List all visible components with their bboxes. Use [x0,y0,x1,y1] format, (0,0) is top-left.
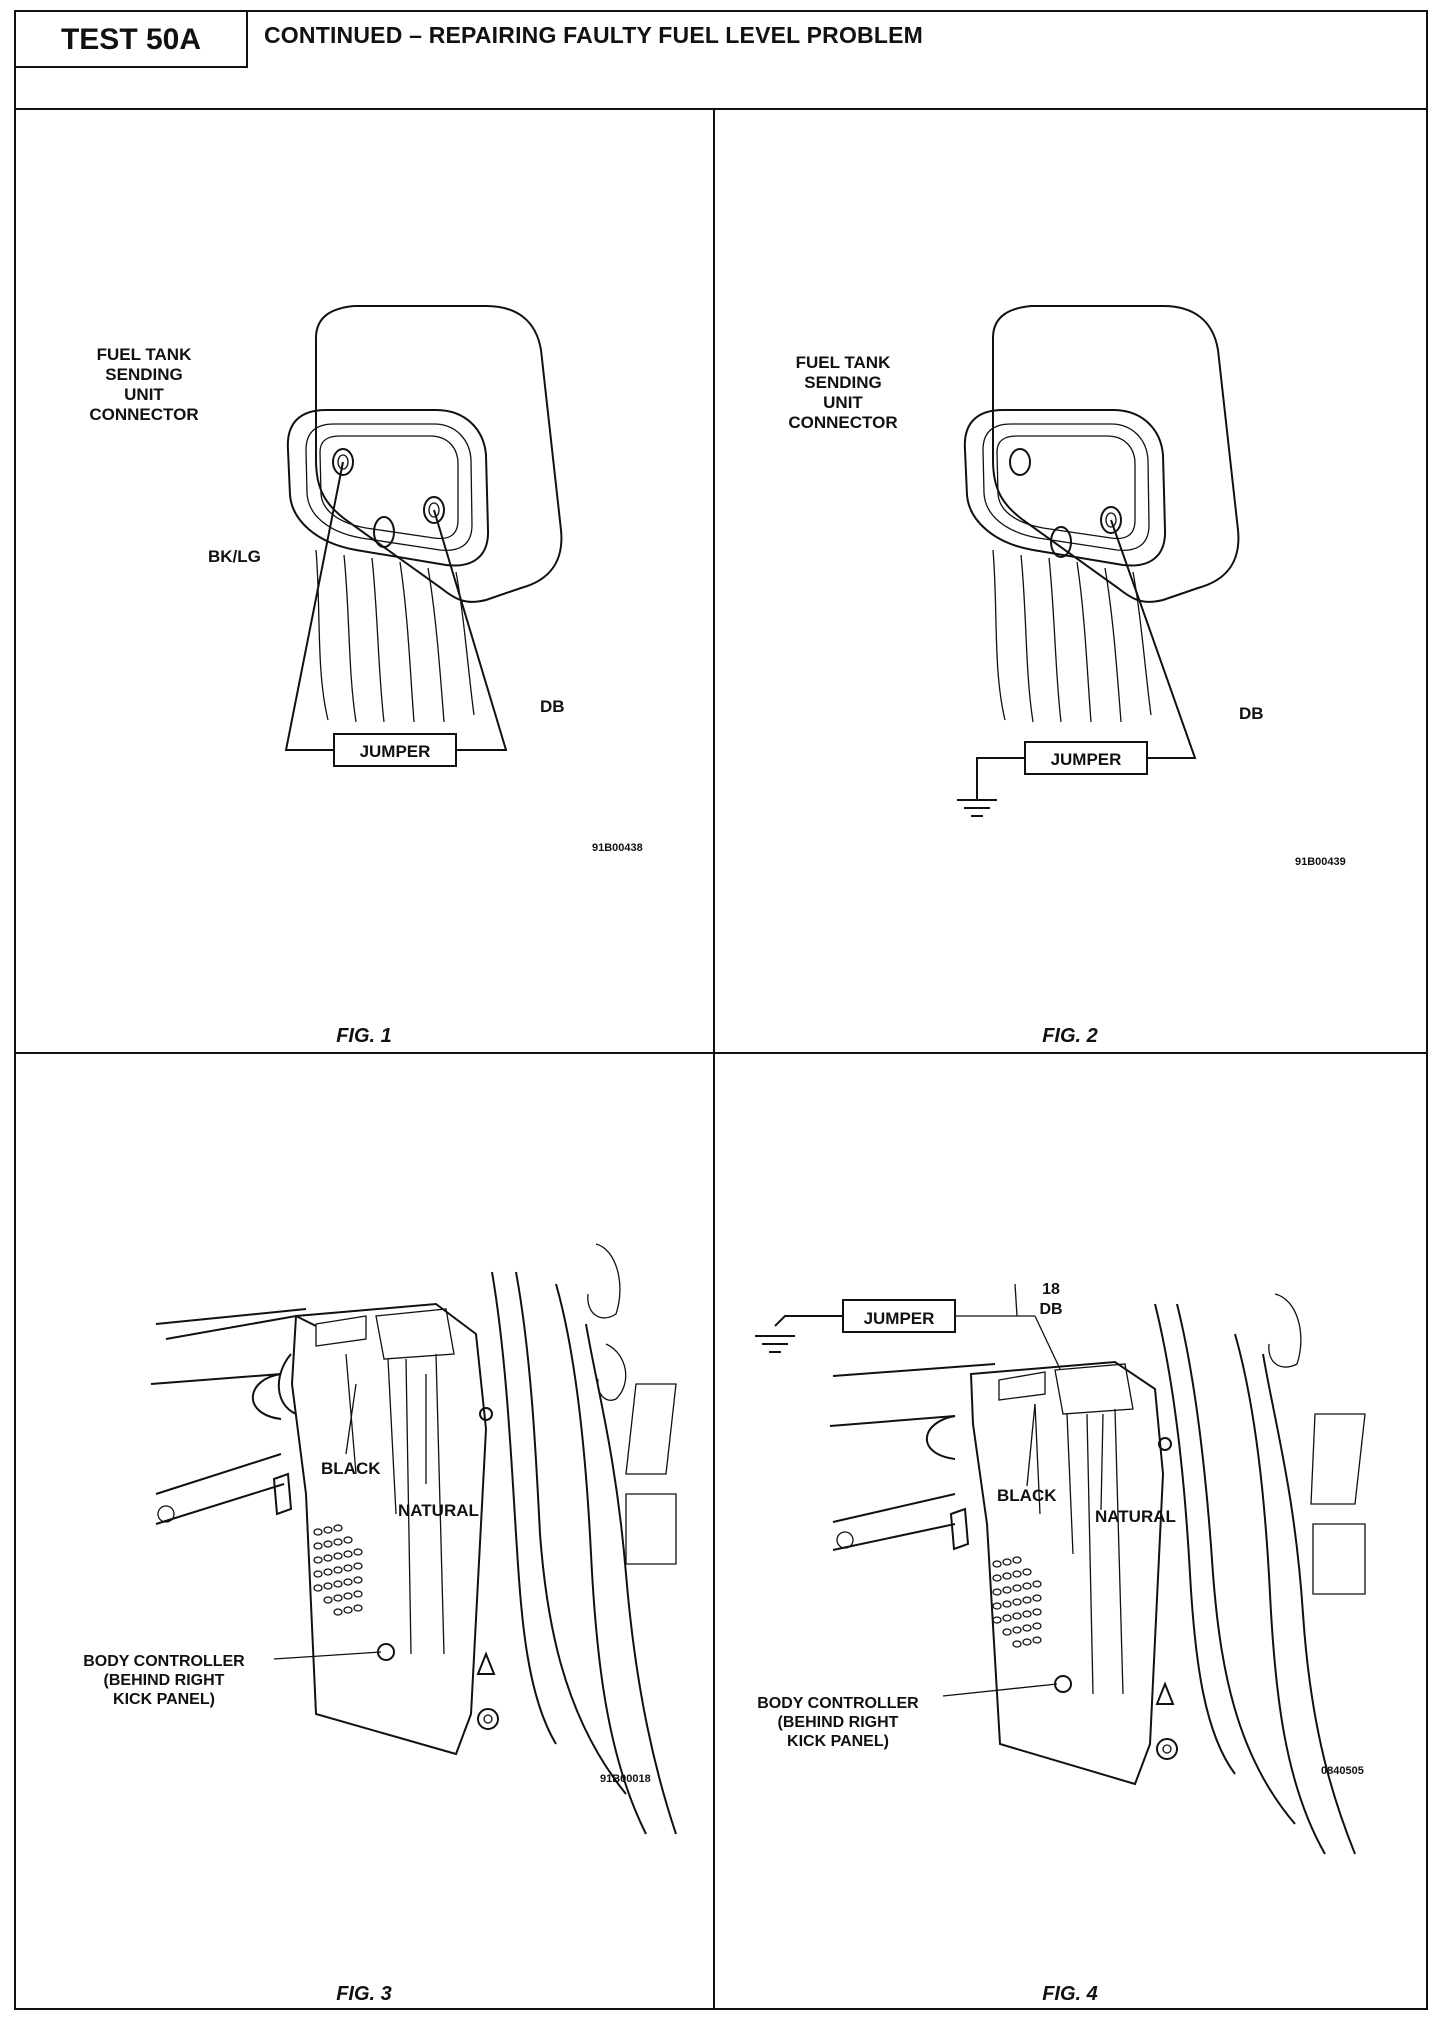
fig2-wire-right-label: DB [1239,704,1264,723]
fig4-natural-label: NATURAL [1095,1507,1176,1526]
fig1-wire-right-label: DB [540,697,565,716]
fig1-jumper-label: JUMPER [360,742,431,761]
fig1-connector-label-3: UNIT [124,385,164,404]
fig4-controller-label-3: KICK PANEL) [787,1733,889,1750]
fig1-connector-label-2: SENDING [105,365,182,384]
callout-leaders [273,1374,427,1660]
figure-2: FUEL TANK SENDING UNIT CONNECTOR DB JUMP… [715,110,1428,1052]
fig2-connector-label-2: SENDING [804,373,881,392]
jumper-to-ground [774,1283,1061,1370]
fig1-illustration: FUEL TANK SENDING UNIT CONNECTOR BK/LG D… [89,305,643,1047]
fig2-illustration: FUEL TANK SENDING UNIT CONNECTOR DB JUMP… [788,305,1346,1047]
vent-grille [992,1556,1042,1648]
fig2-connector-label-4: CONNECTOR [788,413,897,432]
fig1-caption: FIG. 1 [336,1025,392,1047]
fig4-code: 0840505 [1321,1765,1364,1777]
fig4-controller-label-1: BODY CONTROLLER [757,1695,919,1712]
fig3-black-label: BLACK [321,1459,381,1478]
fig3-natural-label: NATURAL [398,1501,479,1520]
test-id-box: TEST 50A [16,12,248,68]
fig4-illustration: JUMPER 18 DB BLACK NATURAL BODY CONTROLL… [755,1281,1366,2005]
ground-icon [755,1335,795,1353]
fig2-connector-label-3: UNIT [823,393,863,412]
fig3-illustration: BLACK NATURAL BODY CONTROLLER (BEHIND RI… [83,1243,677,2005]
fig4-wire-color-label: DB [1039,1301,1062,1318]
fig1-connector-label-4: CONNECTOR [89,405,198,424]
vertical-divider [713,110,715,2010]
jumper-wires [284,461,508,767]
figure-1: FUEL TANK SENDING UNIT CONNECTOR BK/LG D… [16,110,713,1052]
figure-4: JUMPER 18 DB BLACK NATURAL BODY CONTROLL… [715,1054,1428,2010]
fig3-controller-label-2: (BEHIND RIGHT [104,1672,225,1689]
fig1-wire-left-label: BK/LG [208,547,261,566]
fig4-caption: FIG. 4 [1042,1983,1098,2005]
fig1-connector-label-1: FUEL TANK [97,345,192,364]
fig3-code: 91B00018 [600,1773,651,1785]
fig3-controller-label-1: BODY CONTROLLER [83,1653,245,1670]
fig4-black-label: BLACK [997,1486,1057,1505]
document-header: TEST 50A CONTINUED – REPAIRING FAULTY FU… [16,12,1426,110]
fig2-caption: FIG. 2 [1042,1025,1098,1047]
fig4-jumper-label: JUMPER [864,1309,935,1328]
body-controller-drawing [150,1243,677,1835]
callout-leaders [942,1403,1104,1697]
body-controller-drawing [829,1293,1366,1855]
fig3-controller-label-3: KICK PANEL) [113,1691,215,1708]
fuel-connector-drawing [286,305,563,723]
fig4-controller-label-2: (BEHIND RIGHT [778,1714,899,1731]
fig1-code: 91B00438 [592,842,643,854]
document-page: TEST 50A CONTINUED – REPAIRING FAULTY FU… [14,10,1428,2010]
jumper-to-ground [976,519,1197,800]
figure-3: BLACK NATURAL BODY CONTROLLER (BEHIND RI… [16,1054,713,2010]
horizontal-divider [16,1052,1426,1054]
page-title: CONTINUED – REPAIRING FAULTY FUEL LEVEL … [264,22,923,48]
fuel-connector-drawing [963,305,1240,723]
fig3-caption: FIG. 3 [336,1983,392,2005]
vent-grille [313,1524,363,1616]
fig2-jumper-label: JUMPER [1051,750,1122,769]
ground-icon [957,799,997,817]
fig4-wire-gauge-label: 18 [1042,1281,1060,1298]
fig2-connector-label-1: FUEL TANK [796,353,891,372]
fig2-code: 91B00439 [1295,856,1346,868]
